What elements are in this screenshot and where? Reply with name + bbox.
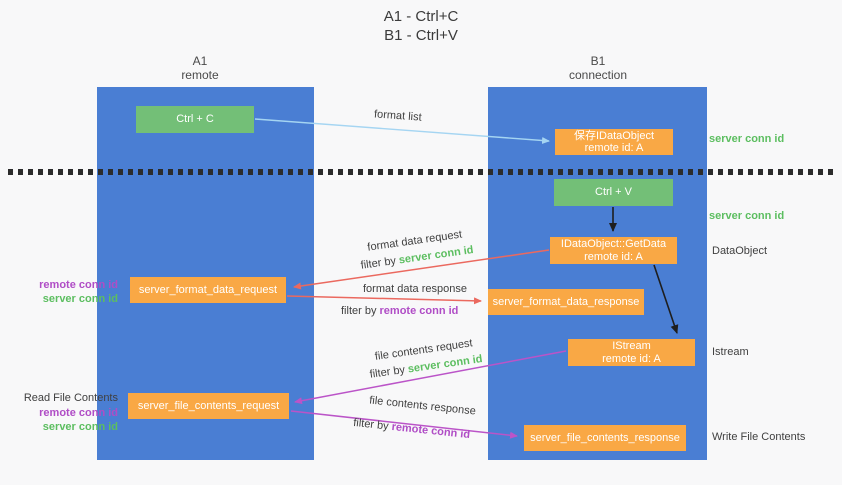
istream-line2: remote id: A (602, 352, 661, 365)
getdata-line1: IDataObject::GetData (560, 238, 667, 250)
server-conn-id-mid-label: server conn id (709, 210, 785, 222)
format-request-label: server_format_data_request (138, 283, 278, 296)
lane-header-b1: B1 connection (538, 54, 658, 82)
filter-by-prefix: filter by (341, 305, 377, 317)
file-contents-request-label: file contents request filter by server c… (352, 332, 497, 385)
node-server-format-data-response: server_format_data_response (488, 289, 644, 315)
format-data-request-label: format data request filter by server con… (341, 223, 490, 277)
node-istream: IStream remote id: A (568, 339, 695, 366)
ctrl-c-label: Ctrl + C (176, 113, 214, 126)
file-request-label: server_file_contents_request (137, 399, 280, 412)
filter-by-prefix: filter by (352, 416, 390, 433)
istream-side-label: Istream (712, 346, 749, 358)
format-conn-id-labels: remote conn id server conn id (0, 278, 118, 306)
write-file-contents-label: Write File Contents (712, 431, 806, 443)
format-data-response-text: format data response (363, 283, 467, 295)
filter-remote-conn-id: remote conn id (379, 305, 459, 317)
save-idataobject-line1: 保存IDataObject (573, 129, 655, 142)
arrow-format-data-response (286, 295, 482, 305)
ctrl-v-label: Ctrl + V (595, 186, 632, 199)
lane-a-id: A1 (192, 54, 208, 68)
file-conn-id-labels: remote conn id server conn id (0, 406, 118, 434)
format-server-conn-id-label: server conn id (42, 293, 118, 305)
node-ctrl-v: Ctrl + V (554, 179, 673, 206)
file-contents-response-filter: filter by remote conn id (353, 417, 471, 441)
dataobject-label: DataObject (712, 245, 768, 257)
lane-b-role: connection (568, 68, 628, 82)
node-idataobject-getdata: IDataObject::GetData remote id: A (550, 237, 677, 264)
lane-a-role: remote (181, 68, 219, 82)
node-ctrl-c: Ctrl + C (136, 106, 254, 133)
format-remote-conn-id-label: remote conn id (39, 279, 118, 291)
save-idataobject-line2: remote id: A (584, 142, 644, 154)
getdata-line2: remote id: A (584, 250, 643, 263)
clipboard-boundary-dotted-line (8, 169, 834, 175)
file-remote-conn-id-label: remote conn id (39, 407, 118, 419)
format-data-response-filter: filter by remote conn id (341, 305, 458, 317)
file-server-conn-id-label: server conn id (42, 421, 118, 433)
node-server-format-data-request: server_format_data_request (130, 277, 286, 303)
file-response-label: server_file_contents_response (530, 431, 680, 444)
filter-by-prefix: filter by (368, 363, 406, 381)
format-list-label: format list (373, 108, 423, 124)
title-line-2: B1 - Ctrl+V (384, 27, 458, 44)
node-server-file-contents-response: server_file_contents_response (524, 425, 686, 451)
server-conn-id-top-label: server conn id (709, 133, 785, 145)
lane-header-a1: A1 remote (140, 54, 260, 82)
title-line-1: A1 - Ctrl+C (383, 8, 459, 25)
file-contents-response-text: file contents response (368, 394, 477, 418)
filter-remote-conn-id: remote conn id (391, 420, 471, 442)
node-server-file-contents-request: server_file_contents_request (128, 393, 289, 419)
node-save-idataobject: 保存IDataObject remote id: A (555, 129, 673, 155)
read-file-contents-label: Read File Contents (23, 392, 118, 404)
lane-b-id: B1 (590, 54, 606, 68)
format-response-label: server_format_data_response (492, 295, 640, 308)
istream-line1: IStream (612, 340, 651, 352)
filter-by-prefix: filter by (359, 254, 397, 272)
diagram-title: A1 - Ctrl+C B1 - Ctrl+V (0, 7, 842, 45)
